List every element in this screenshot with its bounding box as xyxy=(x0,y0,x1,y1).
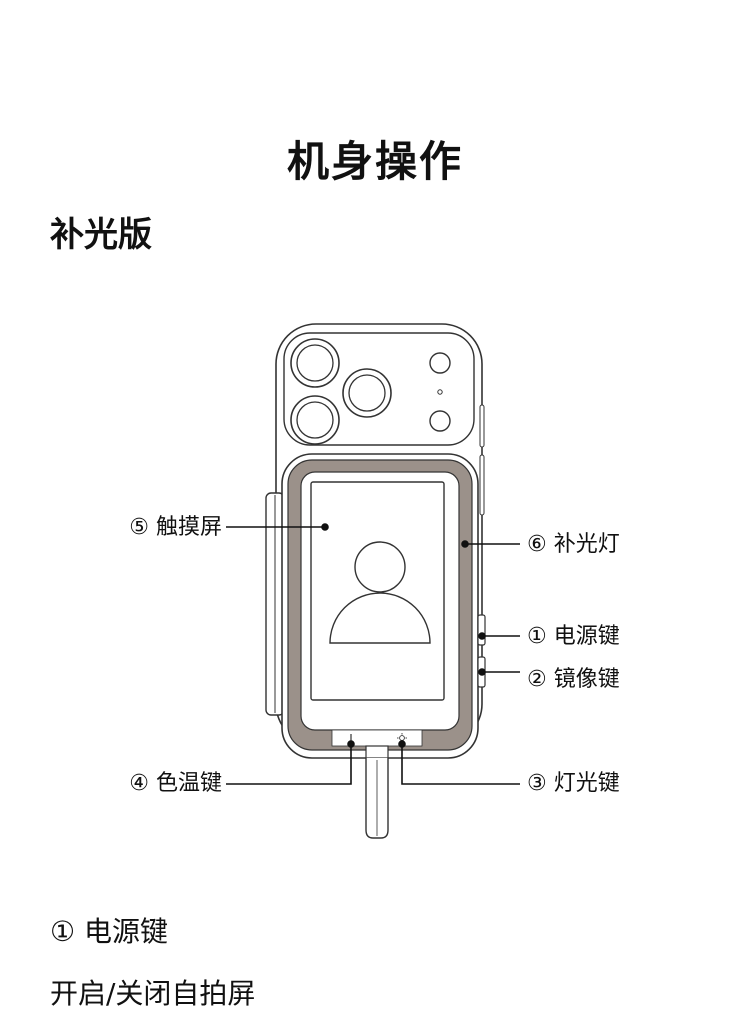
avatar-head xyxy=(354,541,406,593)
power-key xyxy=(477,614,486,646)
camera-lens-1 xyxy=(290,338,340,388)
section-title: 补光版 xyxy=(50,215,152,255)
button-bar xyxy=(331,729,423,747)
flash-icon xyxy=(429,352,451,374)
leader-color-temp-key xyxy=(226,744,352,785)
camera-lens-2 xyxy=(342,368,392,418)
footer-heading: ① 电源键 xyxy=(50,915,169,948)
page-title: 机身操作 xyxy=(286,137,463,186)
callout-mirror-key: ② 镜像键 xyxy=(527,667,620,692)
microphone-icon xyxy=(437,389,443,395)
stand-cable xyxy=(365,745,389,839)
phone-side-button-lower xyxy=(479,454,485,516)
callout-light-key: ③ 灯光键 xyxy=(527,771,620,796)
callout-power-key: ① 电源键 xyxy=(527,624,620,649)
callout-fill-light: ⑥ 补光灯 xyxy=(527,532,620,557)
camera-lens-3 xyxy=(290,395,340,445)
callout-color-temp-key: ④ 色温键 xyxy=(129,771,222,796)
phone-side-button-upper xyxy=(479,404,485,448)
callout-touch-screen: ⑤ 触摸屏 xyxy=(129,515,222,540)
leader-light-key xyxy=(401,744,520,785)
lidar-icon xyxy=(429,410,451,432)
avatar-body xyxy=(329,592,431,644)
footer-description: 开启/关闭自拍屏 xyxy=(50,977,256,1010)
